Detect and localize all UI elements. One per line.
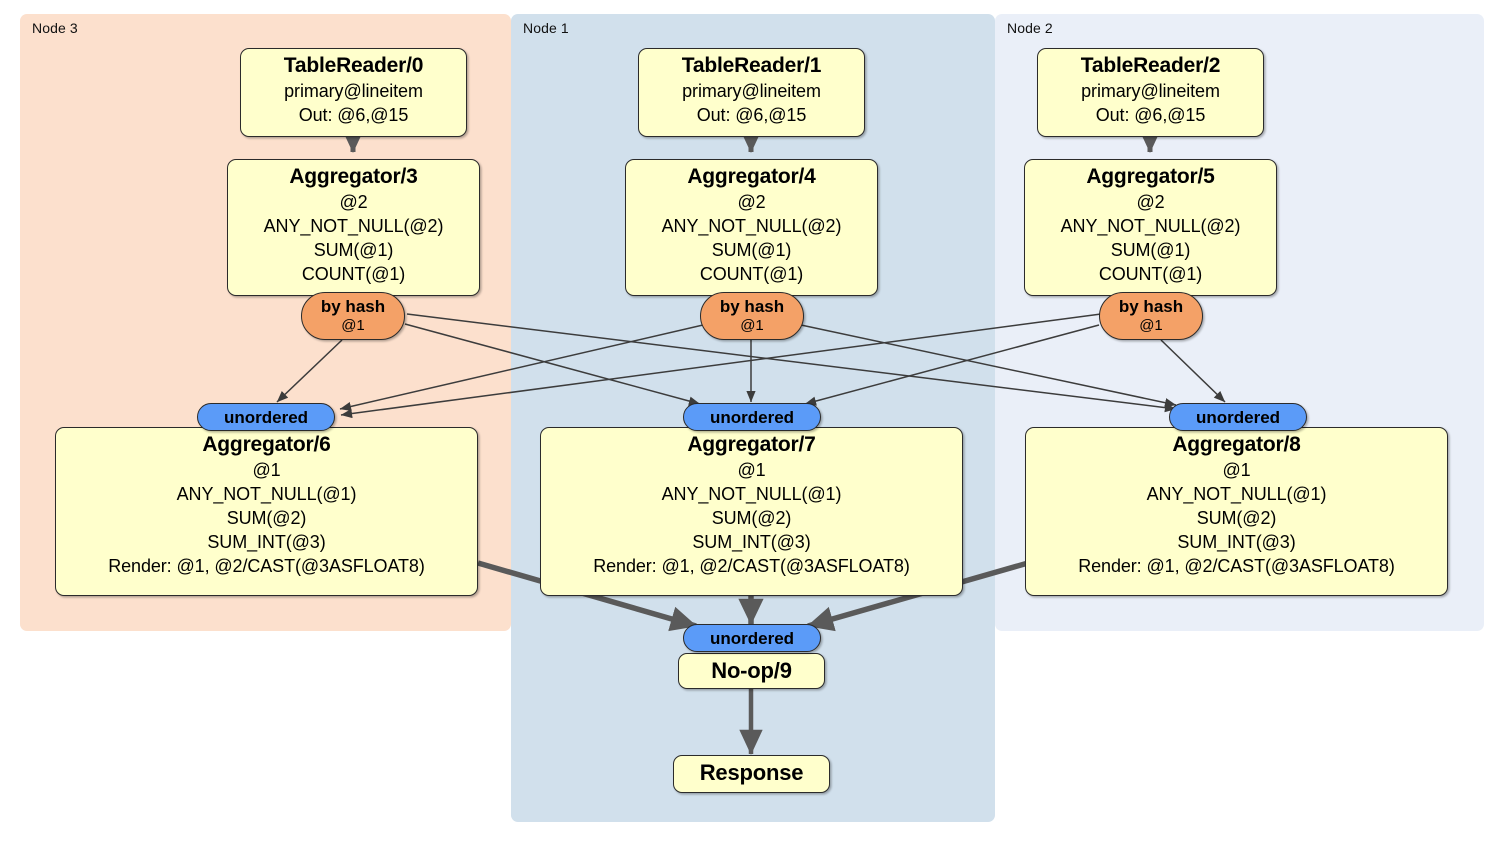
processor-detail-line: SUM_INT(@3)	[207, 532, 326, 552]
processor-title: Aggregator/5	[1086, 165, 1215, 188]
processor-detail-line: SUM(@2)	[226, 508, 307, 528]
processor-table-reader-0[interactable]: TableReader/0 primary@lineitem Out: @6,@…	[240, 48, 467, 137]
processor-detail-line: COUNT(@1)	[699, 264, 804, 284]
synchronizer-title: unordered	[709, 407, 795, 427]
node-panel-label-node2: Node 2	[1007, 20, 1053, 36]
processor-aggregator-8[interactable]: Aggregator/8 @1 ANY_NOT_NULL(@1) SUM(@2)…	[1025, 427, 1448, 596]
processor-detail-line: @1	[737, 460, 766, 480]
processor-detail-line: @1	[252, 460, 281, 480]
processor-detail-line: SUM(@1)	[711, 240, 792, 260]
synchronizer-title: unordered	[709, 628, 795, 648]
processor-detail-line: @2	[1136, 192, 1165, 212]
processor-response[interactable]: Response	[673, 755, 830, 793]
processor-detail-line: Out: @6,@15	[696, 105, 807, 125]
processor-title: Aggregator/6	[202, 433, 331, 456]
router-subtitle: @1	[740, 317, 764, 334]
router-by-hash-aggregator-5[interactable]: by hash @1	[1099, 292, 1203, 340]
processor-title: TableReader/2	[1080, 54, 1221, 77]
processor-title: TableReader/1	[681, 54, 822, 77]
processor-detail-line: ANY_NOT_NULL(@1)	[661, 484, 842, 504]
processor-aggregator-6[interactable]: Aggregator/6 @1 ANY_NOT_NULL(@1) SUM(@2)…	[55, 427, 478, 596]
processor-title: No-op/9	[711, 658, 792, 683]
processor-aggregator-7[interactable]: Aggregator/7 @1 ANY_NOT_NULL(@1) SUM(@2)…	[540, 427, 963, 596]
processor-detail-line: SUM_INT(@3)	[692, 532, 811, 552]
node-panel-label-node3: Node 3	[32, 20, 78, 36]
processor-title: TableReader/0	[283, 54, 424, 77]
processor-detail-line: primary@lineitem	[284, 81, 423, 101]
processor-detail-line: SUM(@1)	[313, 240, 394, 260]
processor-detail-line: ANY_NOT_NULL(@2)	[263, 216, 444, 236]
node-panel-label-node1: Node 1	[523, 20, 569, 36]
processor-detail-line: SUM(@1)	[1110, 240, 1191, 260]
processor-detail-line: ANY_NOT_NULL(@1)	[1146, 484, 1327, 504]
processor-title: Aggregator/8	[1172, 433, 1301, 456]
processor-detail-line: SUM(@2)	[1196, 508, 1277, 528]
processor-detail-line: Render: @1, @2/CAST(@3ASFLOAT8)	[1078, 556, 1395, 576]
router-title: by hash	[320, 297, 386, 316]
synchronizer-unordered-aggregator-7[interactable]: unordered	[683, 403, 821, 431]
synchronizer-title: unordered	[223, 407, 309, 427]
processor-detail-line: ANY_NOT_NULL(@2)	[661, 216, 842, 236]
processor-detail-line: COUNT(@1)	[1098, 264, 1203, 284]
processor-detail-line: COUNT(@1)	[301, 264, 406, 284]
processor-table-reader-1[interactable]: TableReader/1 primary@lineitem Out: @6,@…	[638, 48, 865, 137]
router-title: by hash	[1118, 297, 1184, 316]
processor-title: Aggregator/3	[289, 165, 418, 188]
processor-title: Aggregator/4	[687, 165, 816, 188]
processor-detail-line: Render: @1, @2/CAST(@3ASFLOAT8)	[593, 556, 910, 576]
processor-noop-9[interactable]: No-op/9	[678, 653, 825, 689]
synchronizer-unordered-aggregator-6[interactable]: unordered	[197, 403, 335, 431]
processor-detail-line: @2	[737, 192, 766, 212]
processor-detail-line: @1	[1222, 460, 1251, 480]
router-subtitle: @1	[341, 317, 365, 334]
router-by-hash-aggregator-3[interactable]: by hash @1	[301, 292, 405, 340]
processor-detail-line: Out: @6,@15	[298, 105, 409, 125]
processor-table-reader-2[interactable]: TableReader/2 primary@lineitem Out: @6,@…	[1037, 48, 1264, 137]
synchronizer-unordered-aggregator-8[interactable]: unordered	[1169, 403, 1307, 431]
processor-detail-line: Render: @1, @2/CAST(@3ASFLOAT8)	[108, 556, 425, 576]
processor-title: Aggregator/7	[687, 433, 816, 456]
processor-aggregator-4[interactable]: Aggregator/4 @2 ANY_NOT_NULL(@2) SUM(@1)…	[625, 159, 878, 296]
processor-detail-line: Out: @6,@15	[1095, 105, 1206, 125]
synchronizer-title: unordered	[1195, 407, 1281, 427]
processor-detail-line: primary@lineitem	[682, 81, 821, 101]
processor-detail-line: ANY_NOT_NULL(@1)	[176, 484, 357, 504]
router-by-hash-aggregator-4[interactable]: by hash @1	[700, 292, 804, 340]
router-title: by hash	[719, 297, 785, 316]
processor-detail-line: primary@lineitem	[1081, 81, 1220, 101]
router-subtitle: @1	[1139, 317, 1163, 334]
processor-aggregator-3[interactable]: Aggregator/3 @2 ANY_NOT_NULL(@2) SUM(@1)…	[227, 159, 480, 296]
processor-detail-line: ANY_NOT_NULL(@2)	[1060, 216, 1241, 236]
processor-detail-line: SUM(@2)	[711, 508, 792, 528]
processor-detail-line: SUM_INT(@3)	[1177, 532, 1296, 552]
processor-title: Response	[699, 760, 804, 785]
processor-detail-line: @2	[339, 192, 368, 212]
synchronizer-unordered-noop-9[interactable]: unordered	[683, 624, 821, 652]
processor-aggregator-5[interactable]: Aggregator/5 @2 ANY_NOT_NULL(@2) SUM(@1)…	[1024, 159, 1277, 296]
